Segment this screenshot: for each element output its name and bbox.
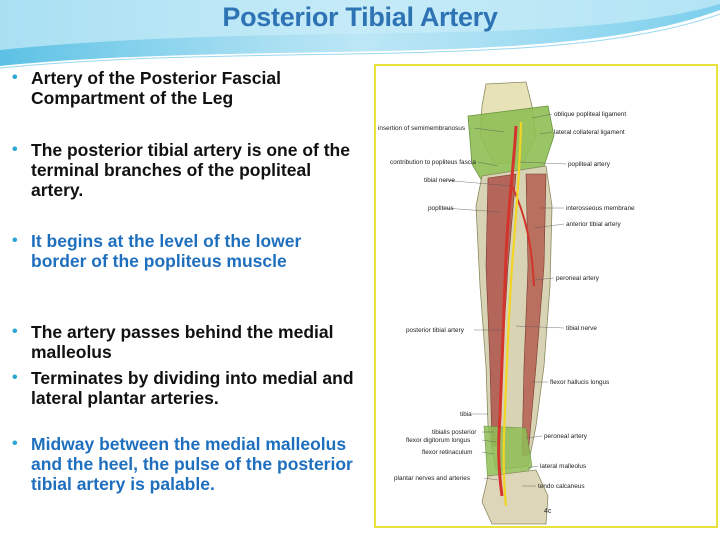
bullet-dot-icon: •	[12, 232, 18, 249]
bullet-dot-icon: •	[12, 69, 18, 86]
figure-label: tibialis posterior	[432, 429, 477, 436]
figure-label: lateral collateral ligament	[554, 129, 625, 136]
bullet-dot-icon: •	[12, 435, 18, 452]
figure-label: tibial nerve	[566, 325, 597, 332]
bullet-dot-icon: •	[12, 323, 18, 340]
leg-illustration	[441, 81, 567, 525]
bullet-text: The artery passes behind the medial mall…	[31, 322, 334, 362]
bullet-item: • The artery passes behind the medial ma…	[12, 322, 357, 362]
header-swoosh	[0, 0, 720, 69]
bullet-text: It begins at the level of the lower bord…	[31, 231, 302, 271]
bullet-text: Artery of the Posterior Fascial Compartm…	[31, 68, 281, 108]
figure-label: insertion of semimembranosus	[378, 125, 466, 132]
figure-label: peroneal artery	[556, 275, 599, 282]
bullet-dot-icon: •	[12, 141, 18, 158]
figure-label: interosseous membrane	[566, 205, 635, 212]
figure-label: posterior tibial artery	[406, 327, 464, 334]
figure-label: lateral malleolus	[540, 463, 587, 470]
figure-label: flexor retinaculum	[422, 449, 473, 456]
bullet-item: • It begins at the level of the lower bo…	[12, 231, 357, 271]
figure-label: contribution to popliteus fascia	[390, 159, 476, 166]
figure-label: flexor digitorum longus	[406, 437, 471, 444]
bullet-item: • Terminates by dividing into medial and…	[12, 368, 357, 408]
figure-label: tendo calcaneus	[538, 483, 585, 490]
bullet-item: • Midway between the medial malleolus an…	[12, 434, 357, 494]
bullet-item: • Artery of the Posterior Fascial Compar…	[12, 68, 357, 108]
figure-label: tibial nerve	[424, 177, 455, 184]
figure-label: flexor hallucis longus	[550, 379, 610, 386]
figure-corner-mark: 4c	[544, 508, 552, 515]
figure-label: oblique popliteal ligament	[554, 111, 627, 118]
bullet-dot-icon: •	[12, 369, 18, 386]
figure-label: anterior tibial artery	[566, 221, 621, 228]
bullet-text: Terminates by dividing into medial and l…	[31, 368, 354, 408]
slide-title: Posterior Tibial Artery	[222, 2, 498, 32]
anatomy-figure: insertion of semimembranosus contributio…	[374, 64, 718, 528]
figure-label: peroneal artery	[544, 433, 587, 440]
figure-label: popliteal artery	[568, 161, 610, 168]
bullet-item: • The posterior tibial artery is one of …	[12, 140, 357, 200]
figure-label: plantar nerves and arteries	[394, 475, 471, 482]
bullet-text: The posterior tibial artery is one of th…	[31, 140, 350, 200]
bullet-text: Midway between the medial malleolus and …	[31, 434, 353, 494]
figure-label: tibia	[460, 411, 472, 418]
figure-label: popliteus	[428, 205, 454, 212]
